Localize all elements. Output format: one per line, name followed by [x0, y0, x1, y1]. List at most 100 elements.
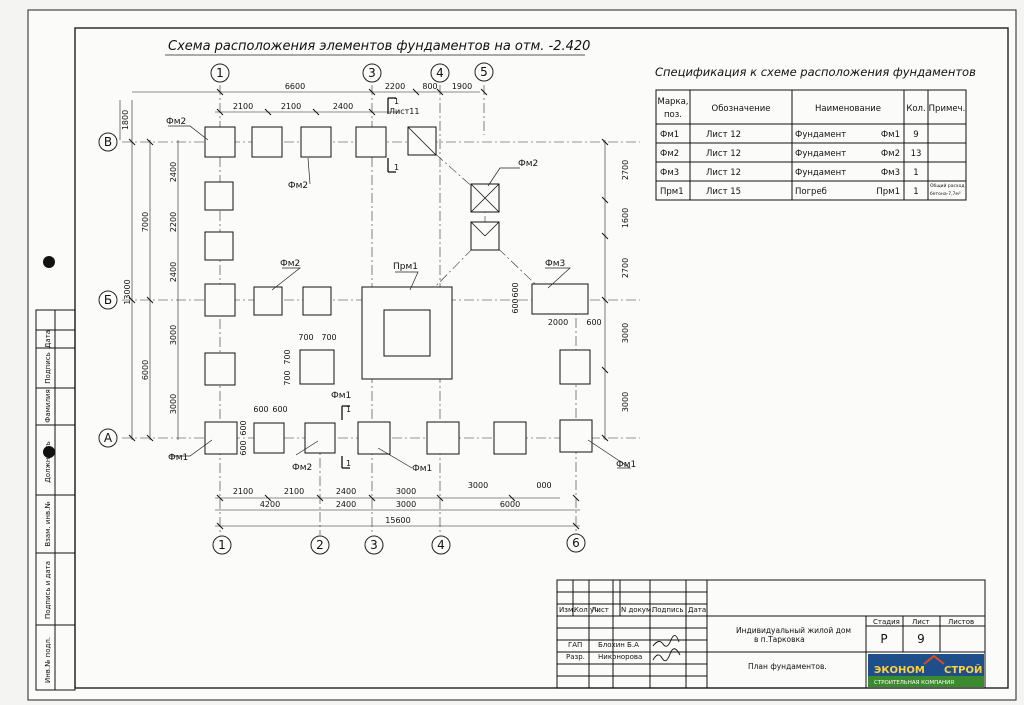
title-block: Изм. Кол.уч. Лист N докум. Подпись Дата …	[556, 579, 986, 689]
svg-text:2: 2	[316, 538, 324, 552]
svg-text:1: 1	[913, 187, 918, 197]
pad-fm1-detail	[299, 349, 335, 385]
axis-top-1: 1	[210, 63, 230, 83]
pad-fm3	[531, 283, 589, 315]
stage-label: Стадия	[873, 618, 900, 626]
dimension-ticks	[128, 88, 609, 530]
spec-header-doc: Обозначение	[712, 104, 771, 114]
svg-text:700: 700	[321, 333, 336, 342]
svg-text:2200: 2200	[385, 82, 405, 91]
dimension-texts: 6600 2200 800 1900 2100 2100 2400 2100 2…	[121, 82, 630, 525]
pad-fm1	[204, 283, 236, 317]
svg-text:Дата: Дата	[44, 330, 52, 348]
svg-text:Прм1: Прм1	[660, 187, 684, 197]
svg-text:СТРОИТЕЛЬНАЯ КОМПАНИЯ: СТРОИТЕЛЬНАЯ КОМПАНИЯ	[874, 680, 954, 686]
svg-text:2400: 2400	[169, 262, 178, 282]
project-name: Индивидуальный жилой дом	[736, 626, 851, 635]
svg-text:Подпись: Подпись	[44, 352, 52, 384]
pad-prm1-inner	[383, 309, 431, 357]
svg-text:13: 13	[911, 149, 922, 159]
sheet-value: 9	[917, 632, 925, 646]
sheet-reference: Лист11	[389, 107, 419, 116]
dimension-lines	[119, 91, 606, 527]
axis-bottom-4: 4	[431, 535, 451, 555]
svg-text:Фундамент: Фундамент	[795, 130, 846, 140]
svg-text:2200: 2200	[169, 212, 178, 232]
svg-text:700: 700	[283, 349, 292, 364]
spec-row: Прм1 Лист 15 Погреб Прм1 1 Общий расход …	[660, 182, 964, 197]
svg-text:700: 700	[298, 333, 313, 342]
svg-text:700: 700	[283, 370, 292, 385]
drawing-title: Схема расположения элементов фундаментов…	[168, 39, 590, 54]
pad-fm1	[559, 349, 591, 385]
spec-header-qty: Кол.	[906, 104, 925, 114]
svg-text:Лист 15: Лист 15	[706, 187, 741, 197]
pad-fm2	[204, 231, 234, 261]
svg-text:4: 4	[436, 66, 444, 80]
svg-text:2400: 2400	[169, 162, 178, 182]
pad-fm2	[304, 422, 336, 454]
svg-text:5: 5	[480, 65, 488, 79]
axis-left-v: В	[98, 132, 118, 152]
svg-text:2100: 2100	[233, 102, 253, 111]
svg-text:2700: 2700	[621, 258, 630, 278]
svg-text:000: 000	[536, 481, 551, 490]
svg-text:3000: 3000	[396, 500, 416, 509]
svg-text:Лист 12: Лист 12	[706, 149, 741, 159]
svg-text:3000: 3000	[621, 392, 630, 412]
axis-top-4: 4	[430, 63, 450, 83]
label-fm2: Фм2	[280, 259, 300, 269]
project-name-2: в п.Тарковка	[754, 635, 805, 644]
svg-text:Фм1: Фм1	[660, 130, 679, 140]
svg-text:600: 600	[586, 318, 601, 327]
svg-text:3000: 3000	[169, 325, 178, 345]
svg-text:1800: 1800	[121, 110, 130, 130]
svg-text:3000: 3000	[169, 394, 178, 414]
svg-text:600: 600	[239, 420, 248, 435]
svg-text:3000: 3000	[396, 487, 416, 496]
svg-text:2400: 2400	[336, 500, 356, 509]
label-fm2: Фм2	[166, 117, 186, 127]
svg-text:9: 9	[913, 130, 918, 140]
svg-text:Марка,: Марка,	[658, 97, 689, 107]
section-mark: 1	[394, 97, 399, 106]
svg-text:поз.: поз.	[664, 110, 682, 120]
svg-text:Погреб: Погреб	[795, 187, 827, 197]
svg-text:6000: 6000	[500, 500, 520, 509]
sheet-label: Лист	[912, 618, 930, 626]
svg-text:Фундамент: Фундамент	[795, 168, 846, 178]
company-logo: ЭКОНОМ СТРОЙ СТРОИТЕЛЬНАЯ КОМПАНИЯ	[868, 654, 984, 687]
svg-text:2100: 2100	[281, 102, 301, 111]
svg-text:3: 3	[368, 66, 376, 80]
side-stamp: Инв.№ подл. Подпись и дата Взам. инв.№ Д…	[35, 309, 76, 691]
svg-text:Лист 12: Лист 12	[706, 168, 741, 178]
svg-text:N докум.: N докум.	[621, 606, 653, 614]
spec-row: Фм1 Лист 12 Фундамент Фм1 9	[660, 130, 919, 140]
svg-text:Подпись и дата: Подпись и дата	[44, 561, 52, 619]
svg-text:В: В	[104, 135, 112, 149]
svg-text:Инв.№ подл.: Инв.№ подл.	[44, 637, 52, 683]
svg-text:3: 3	[370, 538, 378, 552]
svg-text:Фундамент: Фундамент	[795, 149, 846, 159]
svg-text:6: 6	[572, 536, 580, 550]
svg-text:Фм3: Фм3	[881, 168, 900, 178]
svg-text:Подпись: Подпись	[652, 606, 684, 614]
pad-fm1	[426, 421, 460, 455]
axis-top-3: 3	[362, 63, 382, 83]
element-labels: Фм2 Фм2 Фм2 Фм2 Фм3 Прм1 Фм1 Фм1 Фм2 Фм1…	[166, 97, 636, 474]
foundation-pads	[204, 126, 593, 455]
spec-row: Фм3 Лист 12 Фундамент Фм3 1	[660, 168, 919, 178]
stage-value: Р	[880, 632, 887, 646]
svg-text:15600: 15600	[385, 516, 410, 525]
svg-text:А: А	[104, 431, 113, 445]
svg-text:2100: 2100	[233, 487, 253, 496]
label-prm1: Прм1	[393, 262, 418, 272]
spec-title: Спецификация к схеме расположения фундам…	[655, 65, 976, 79]
svg-text:600: 600	[239, 440, 248, 455]
svg-text:600: 600	[511, 282, 520, 297]
svg-text:600: 600	[511, 298, 520, 313]
role-developer: Разр.	[566, 653, 585, 661]
axis-top-5: 5	[474, 62, 494, 82]
spec-header-name: Наименование	[815, 104, 881, 114]
